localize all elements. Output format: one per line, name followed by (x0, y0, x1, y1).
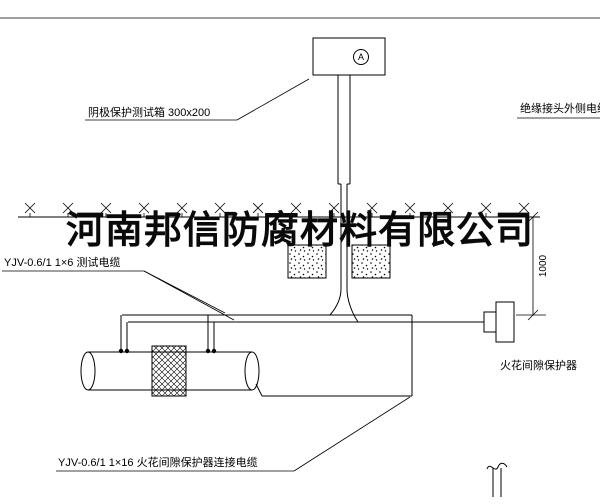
dimension-1000: 1000 (516, 211, 549, 321)
insulated-joint-cable-label: 绝缘接头外侧电缆 (520, 101, 600, 115)
concrete-block-left (287, 244, 327, 279)
company-watermark: 河南邦信防腐材料有限公司 (66, 210, 534, 252)
cable-weld-dot (205, 348, 211, 354)
dimension-text: 1000 (538, 254, 549, 277)
test-box: A (312, 37, 386, 76)
cable-weld-dot (211, 348, 217, 354)
test-cable-label: YJV-0.6/1 1×6 测试电缆 (4, 256, 120, 269)
cable-weld-dot (124, 348, 130, 354)
label-connection-cable: YJV-0.6/1 1×16 火花间隙保护器连接电缆 (56, 396, 411, 472)
spark-gap-protector: 火花间隙保护器 (483, 301, 577, 372)
label-insulated-joint-cable: 绝缘接头外侧电缆 (517, 101, 600, 119)
ammeter-circle-icon (353, 49, 369, 65)
connection-cable-label: YJV-0.6/1 1×16 火花间隙保护器连接电缆 (58, 455, 258, 469)
ammeter-letter: A (358, 52, 364, 62)
cable-runs (118, 314, 484, 397)
pipeline (80, 345, 260, 397)
cable-weld-dot (118, 348, 124, 354)
label-test-cable: YJV-0.6/1 1×6 测试电缆 (2, 256, 235, 321)
test-box-label: 阴极保护测试箱 300x200 (88, 105, 210, 119)
insulating-joint (151, 345, 187, 397)
ground-surface-markers (24, 202, 530, 217)
label-test-box: 阴极保护测试箱 300x200 (85, 78, 310, 121)
pipe-break-symbol (486, 462, 508, 497)
conduit-riser (329, 75, 359, 323)
concrete-block-right (351, 244, 391, 279)
spark-gap-protector-label: 火花间隙保护器 (500, 358, 577, 372)
